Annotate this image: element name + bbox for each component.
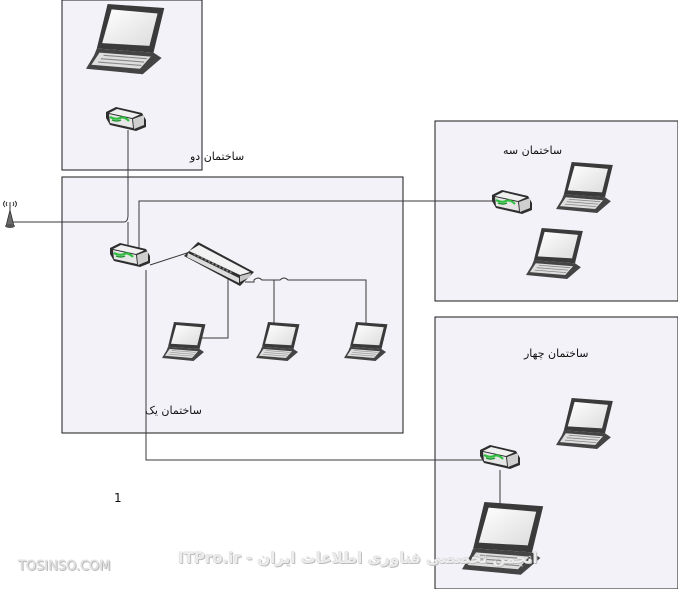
building-one-label: ساختمان یک: [145, 404, 202, 417]
network-links: [10, 130, 501, 505]
building-four-label: ساختمان چهار: [523, 347, 589, 360]
watermark-right: ITPro.ir - انجمن تخصصی فناوری اطلاعات ای…: [178, 549, 538, 567]
building-three-label: ساختمان سه: [503, 144, 562, 157]
building-one-box: [61, 176, 404, 434]
building-two-label: ساختمان دو: [189, 150, 244, 163]
antenna-icon: [3, 200, 17, 228]
figure-number: 1: [114, 491, 122, 505]
watermark-left: TOSINSO.COM: [18, 559, 111, 574]
